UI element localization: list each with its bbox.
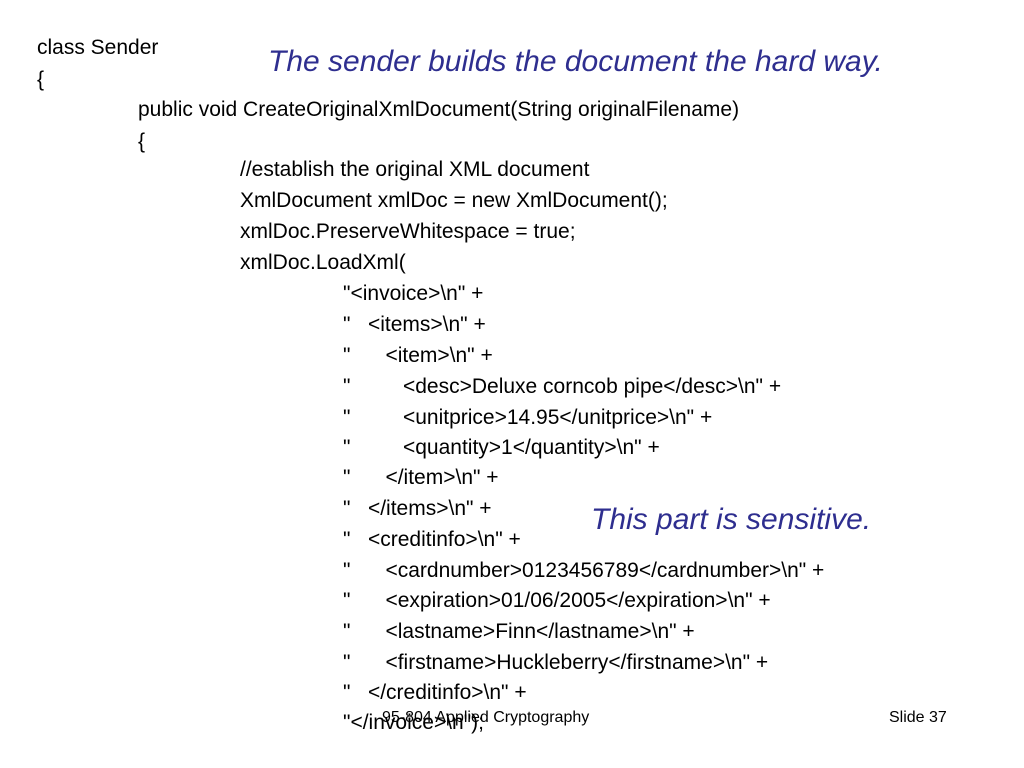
code-line-xml-invoice-close: "</invoice>\n"); — [343, 711, 484, 734]
code-line-comment: //establish the original XML document — [240, 158, 590, 181]
code-line-new-document: XmlDocument xmlDoc = new XmlDocument(); — [240, 189, 668, 212]
code-line-xml-items-open: " <items>\n" + — [343, 313, 486, 336]
footer-course-name: 95-804 Applied Cryptography — [382, 709, 590, 726]
sensitive-callout: This part is sensitive. — [591, 503, 872, 536]
code-line-class-open-brace: { — [37, 68, 45, 91]
code-line-method-signature: public void CreateOriginalXmlDocument(St… — [138, 98, 740, 121]
title-callout: The sender builds the document the hard … — [268, 45, 883, 78]
code-line-xml-firstname: " <firstname>Huckleberry</firstname>\n" … — [343, 651, 769, 674]
code-line-xml-desc: " <desc>Deluxe corncob pipe</desc>\n" + — [343, 375, 782, 398]
code-line-xml-unitprice: " <unitprice>14.95</unitprice>\n" + — [343, 406, 713, 429]
code-line-xml-creditinfo-close: " </creditinfo>\n" + — [343, 681, 527, 704]
code-line-xml-items-close: " </items>\n" + — [343, 497, 492, 520]
code-line-xml-lastname: " <lastname>Finn</lastname>\n" + — [343, 620, 695, 643]
footer-slide-number: Slide 37 — [889, 709, 947, 726]
code-line-xml-item-open: " <item>\n" + — [343, 344, 493, 367]
code-line-xml-cardnumber: " <cardnumber>0123456789</cardnumber>\n"… — [343, 559, 825, 582]
code-line-loadxml: xmlDoc.LoadXml( — [240, 251, 406, 274]
code-line-xml-creditinfo-open: " <creditinfo>\n" + — [343, 528, 521, 551]
code-line-xml-item-close: " </item>\n" + — [343, 466, 499, 489]
code-line-xml-expiration: " <expiration>01/06/2005</expiration>\n"… — [343, 589, 771, 612]
code-line-xml-quantity: " <quantity>1</quantity>\n" + — [343, 436, 660, 459]
code-line-class-decl: class Sender — [37, 36, 159, 59]
code-line-xml-invoice-open: "<invoice>\n" + — [343, 282, 484, 305]
code-line-preserve-whitespace: xmlDoc.PreserveWhitespace = true; — [240, 220, 576, 243]
code-line-method-open-brace: { — [138, 130, 146, 153]
